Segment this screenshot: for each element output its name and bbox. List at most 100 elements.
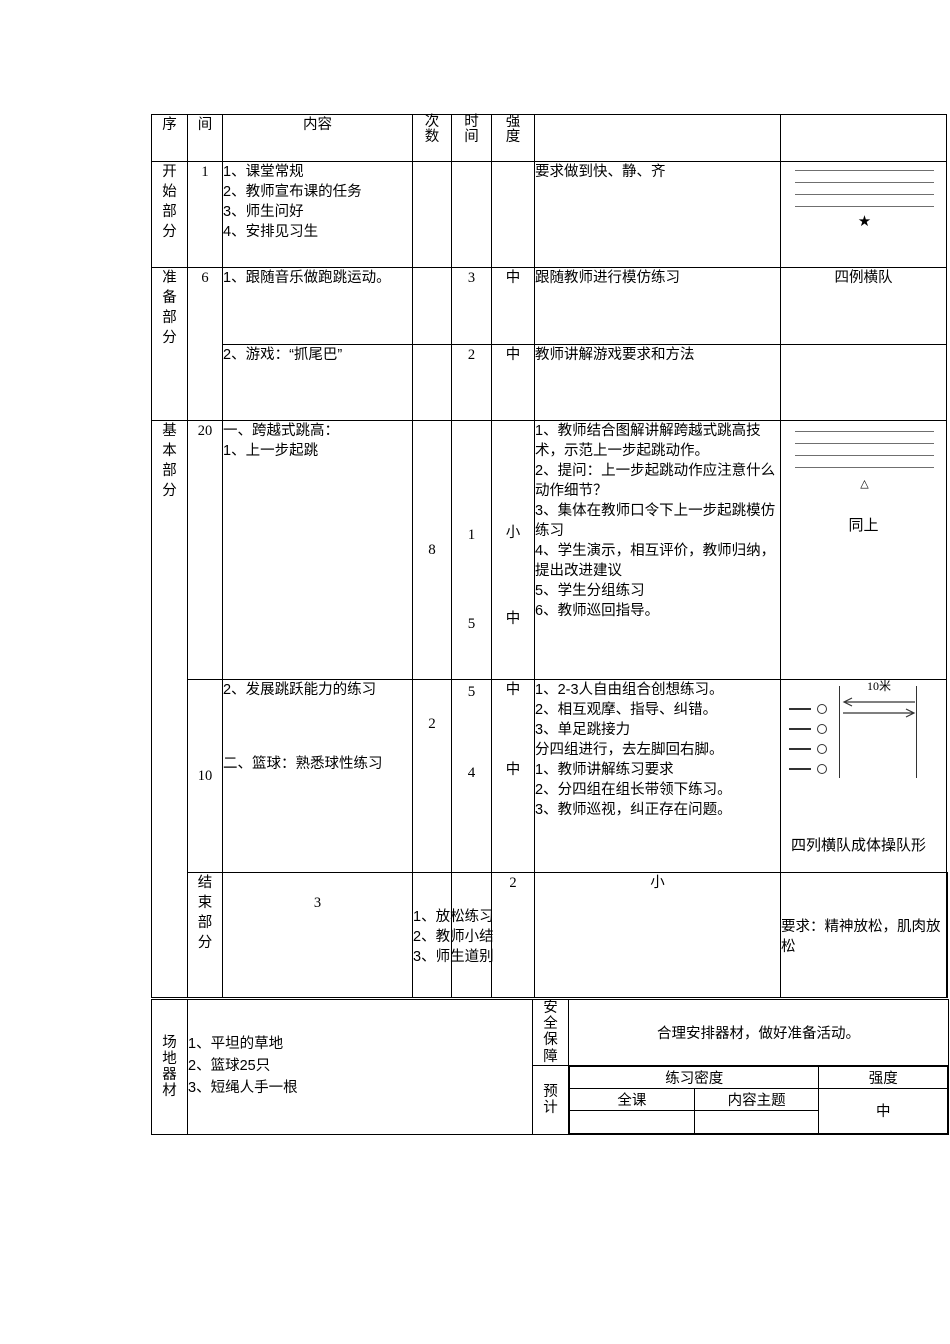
main-method-2: 1、2-3人自由组合创想练习。 2、相互观摩、指导、纠错。 3、单足跳接力 分四… [534, 679, 781, 873]
closing-method: 要求：精神放松，肌肉放松 [780, 872, 947, 998]
main-reps-1: 8 [412, 420, 452, 680]
density-sub-whole-class: 全课 [569, 1087, 695, 1111]
main-method-1-item-3: 4、学生演示，相互评价，教师归纳，提出改进建议 [535, 543, 776, 579]
section-name-main: 基 本 部 分 [151, 420, 188, 998]
opening-organization: ★ [780, 161, 947, 268]
main-content-1-line-1: 1、上一步起跳 [223, 443, 319, 459]
section-name-prep-c3: 分 [162, 330, 177, 346]
density-value-main-content [693, 1109, 820, 1134]
section-name-main-c2: 部 [162, 463, 177, 479]
formation-line-4 [795, 206, 934, 207]
formation2-line-4 [795, 467, 934, 468]
closing-content: 1、放松练习 2、教师小结 3、师生道别 [412, 872, 494, 998]
formation-lines-diagram: ★ [781, 162, 946, 229]
main-method-2-item-2: 3、单足跳接力 [535, 722, 631, 738]
relay-distance-label: 10米 [866, 679, 891, 693]
relay-circle-3 [817, 744, 827, 754]
header-sequence: 序 [151, 114, 188, 162]
section-name-closing-c3: 分 [197, 935, 213, 951]
section-name-prep-c1: 备 [162, 290, 177, 306]
relay-dash-3 [789, 748, 811, 750]
prep-time-a: 3 [451, 267, 492, 345]
header-repetitions-line2: 数 [424, 129, 440, 146]
teacher-star-icon: ★ [857, 213, 872, 230]
relay-distance-diagram: 10米 [781, 679, 946, 780]
opening-content-item-2: 3、师生问好 [223, 204, 304, 220]
equipment-item-1: 2、篮球25只 [188, 1058, 271, 1075]
main-method-2-item-1: 2、相互观摩、指导、纠错。 [535, 702, 718, 718]
venue-equipment-list: 1、平坦的草地 2、篮球25只 3、短绳人手一根 [187, 999, 533, 1135]
section-name-closing: 结 束 部 分 [187, 872, 223, 998]
main-organization-2: 10米 四列横队成体操队形 [780, 679, 947, 873]
section-row-main-2: 10 2、发展跳跃能力的练习 二、篮球：熟悉球性练习 2 5 4 中 中 1、2… [152, 679, 948, 873]
prep-organization-b [780, 344, 947, 421]
main-method-1: 1、教师结合图解讲解跨越式跳高技术，示范上一步起跳动作。 2、提问：上一步起跳动… [534, 420, 781, 680]
opening-content-item-3: 4、安排见习生 [223, 224, 319, 240]
footer-table: 场 地 器 材 1、平坦的草地 2、篮球25只 3、短绳人手一根 安 全 保 障… [151, 999, 949, 1135]
main-organization-1: △ 同上 [780, 420, 947, 680]
main-time-col-2: 5 4 [451, 679, 492, 873]
section-row-prep-b: 2、游戏：“抓尾巴” 2 中 教师讲解游戏要求和方法 [152, 344, 948, 421]
venue-label-c0: 场 [162, 1034, 177, 1051]
footer-row-equipment: 场 地 器 材 1、平坦的草地 2、篮球25只 3、短绳人手一根 安 全 保 障… [151, 999, 949, 1135]
main-content-spacer [223, 700, 412, 754]
opening-duration: 1 [187, 161, 223, 268]
density-value-whole-class [569, 1109, 695, 1134]
safety-label-c0: 安 [543, 1000, 558, 1016]
main-content-3-line-0: 二、篮球：熟悉球性练习 [223, 756, 383, 772]
main-content-2: 2、发展跳跃能力的练习 二、篮球：熟悉球性练习 [222, 679, 413, 873]
density-header: 练习密度 [568, 1065, 820, 1089]
prep-reps-a [412, 267, 452, 345]
section-name-main-c0: 基 [162, 423, 177, 439]
closing-content-item-1: 2、教师小结 [413, 929, 494, 945]
section-name-prep-c0: 准 [162, 270, 177, 286]
header-time-line1: 时 [464, 114, 479, 130]
prep-organization-a: 四例横队 [780, 267, 947, 345]
opening-intensity [491, 161, 535, 268]
equipment-item-2: 3、短绳人手一根 [188, 1079, 298, 1096]
prep-intensity-a: 中 [491, 267, 535, 345]
relay-dash-4 [789, 768, 811, 770]
relay-arrows-icon [842, 697, 916, 718]
density-value-row [569, 1109, 948, 1134]
main-content-2-line-0: 2、发展跳跃能力的练习 [223, 682, 377, 698]
main-reps-2: 2 [412, 679, 452, 873]
footer-row-estimate: 预 计 练习密度 强度 全课 内容主题 中 [152, 1064, 949, 1135]
formation2-line-2 [795, 443, 934, 444]
section-row-opening: 开 始 部 分 1 1、课堂常规 2、教师宣布课的任务 3、师生问好 4、安排见… [151, 161, 948, 268]
section-name-opening-c0: 开 [162, 164, 177, 180]
estimate-label-c0: 预 [543, 1083, 558, 1100]
main-reps-1-value: 8 [428, 541, 436, 558]
main-time-2: 5 [467, 615, 476, 632]
safety-label: 安 全 保 障 [532, 999, 569, 1066]
intensity-header: 强度 [818, 1065, 948, 1089]
header-content: 内容 [222, 114, 413, 162]
section-name-main-c3: 分 [162, 483, 177, 499]
main-organization-same: 同上 [848, 517, 879, 534]
formation2-line-3 [795, 455, 934, 456]
density-sub-row: 全课 内容主题 中 [569, 1087, 948, 1134]
prep-duration: 6 [187, 267, 223, 421]
main-method-2-item-6: 3、教师巡视，纠正存在问题。 [535, 802, 732, 818]
main-organization-final: 四列横队成体操队形 [791, 837, 927, 854]
main-intensity-3: 中 [505, 682, 521, 698]
main-intensity-col-1: 小 中 [491, 420, 535, 680]
estimate-label-c1: 计 [543, 1099, 558, 1116]
safety-text: 合理安排器材，做好准备活动。 [568, 999, 949, 1066]
main-time-1: 1 [467, 527, 476, 543]
prep-content-a: 1、跟随音乐做跑跳运动。 [222, 267, 413, 345]
safety-label-c2: 保 [543, 1032, 558, 1049]
header-intensity-line2: 度 [505, 129, 521, 146]
main-duration-2: 10 [187, 679, 223, 873]
prep-time-b: 2 [451, 344, 492, 421]
main-method-2-item-0: 1、2-3人自由组合创想练习。 [535, 682, 724, 698]
closing-time: 2 [491, 872, 535, 998]
venue-label-c2: 器 [162, 1066, 177, 1083]
estimate-metrics: 练习密度 强度 全课 内容主题 中 [568, 1064, 949, 1135]
formation-line-3 [795, 194, 934, 195]
main-duration-1: 20 [187, 420, 223, 680]
closing-content-item-2: 3、师生道别 [413, 949, 494, 965]
estimate-label: 预 计 [532, 1064, 569, 1135]
prep-content-b: 2、游戏：“抓尾巴” [222, 344, 413, 421]
